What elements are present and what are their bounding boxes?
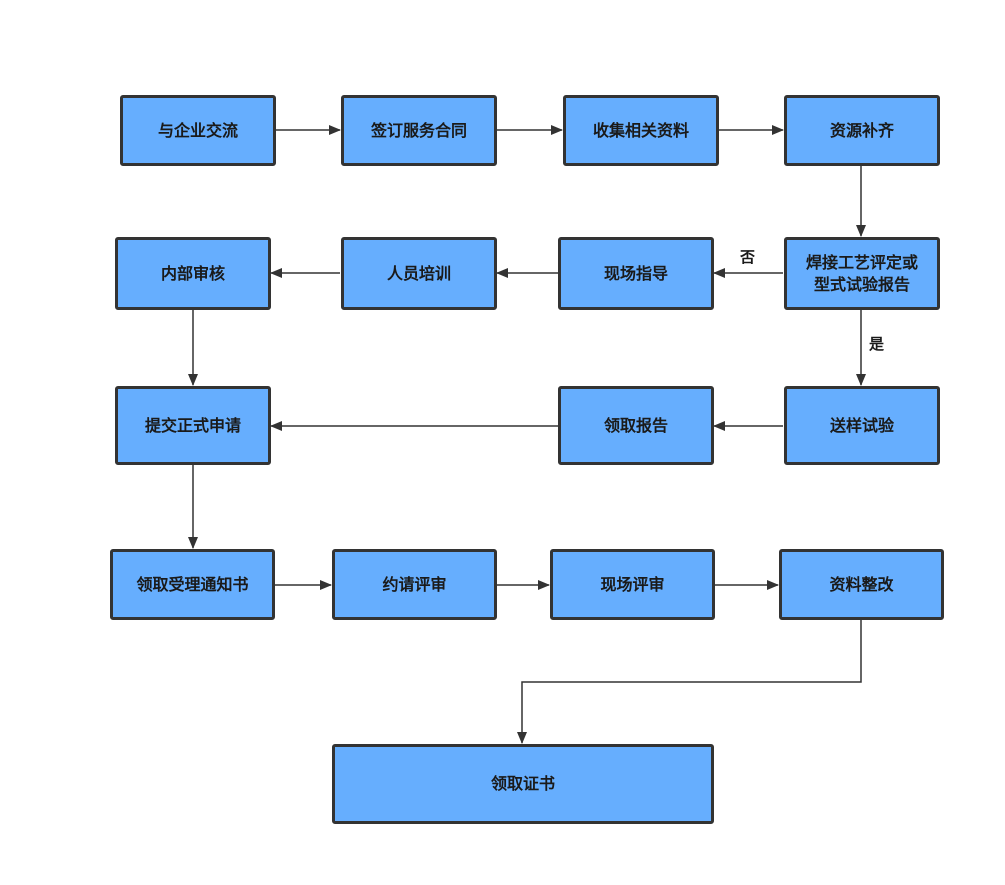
node-submit-apply[interactable]: 提交正式申请 bbox=[115, 386, 271, 465]
node-supplement[interactable]: 资源补齐 bbox=[784, 95, 940, 166]
node-get-report-label: 领取报告 bbox=[603, 415, 668, 435]
node-welding-eval-label: 焊接工艺评定或 型式试验报告 bbox=[805, 252, 918, 294]
node-get-cert[interactable]: 领取证书 bbox=[332, 744, 714, 824]
node-internal-review[interactable]: 内部审核 bbox=[115, 237, 271, 310]
node-onsite-guide[interactable]: 现场指导 bbox=[558, 237, 714, 310]
node-contact[interactable]: 与企业交流 bbox=[120, 95, 276, 166]
edge-label-no: 否 bbox=[740, 248, 756, 266]
node-onsite-review-label: 现场评审 bbox=[600, 574, 665, 594]
node-send-test[interactable]: 送样试验 bbox=[784, 386, 940, 465]
node-collect-label: 收集相关资料 bbox=[592, 120, 689, 140]
node-welding-eval[interactable]: 焊接工艺评定或 型式试验报告 bbox=[784, 237, 940, 310]
node-invite-review-label: 约请评审 bbox=[382, 574, 447, 594]
node-training-label: 人员培训 bbox=[386, 263, 451, 283]
node-onsite-review[interactable]: 现场评审 bbox=[550, 549, 715, 620]
edge-rectify-to-get-cert bbox=[517, 620, 862, 744]
node-accept-notice-label: 领取受理通知书 bbox=[136, 574, 249, 594]
node-invite-review[interactable]: 约请评审 bbox=[332, 549, 497, 620]
node-internal-review-label: 内部审核 bbox=[160, 263, 225, 283]
node-collect[interactable]: 收集相关资料 bbox=[563, 95, 719, 166]
node-contact-label: 与企业交流 bbox=[157, 120, 238, 140]
node-training[interactable]: 人员培训 bbox=[341, 237, 497, 310]
node-submit-apply-label: 提交正式申请 bbox=[144, 415, 241, 435]
node-contract-label: 签订服务合同 bbox=[370, 120, 467, 140]
node-rectify-label: 资料整改 bbox=[829, 574, 894, 594]
node-rectify[interactable]: 资料整改 bbox=[779, 549, 944, 620]
edge-label-yes: 是 bbox=[869, 335, 885, 353]
node-accept-notice[interactable]: 领取受理通知书 bbox=[110, 549, 275, 620]
node-get-report[interactable]: 领取报告 bbox=[558, 386, 714, 465]
node-get-cert-label: 领取证书 bbox=[490, 774, 555, 793]
node-send-test-label: 送样试验 bbox=[829, 415, 894, 435]
node-supplement-label: 资源补齐 bbox=[829, 120, 894, 140]
node-onsite-guide-label: 现场指导 bbox=[603, 263, 668, 283]
node-contract[interactable]: 签订服务合同 bbox=[341, 95, 497, 166]
